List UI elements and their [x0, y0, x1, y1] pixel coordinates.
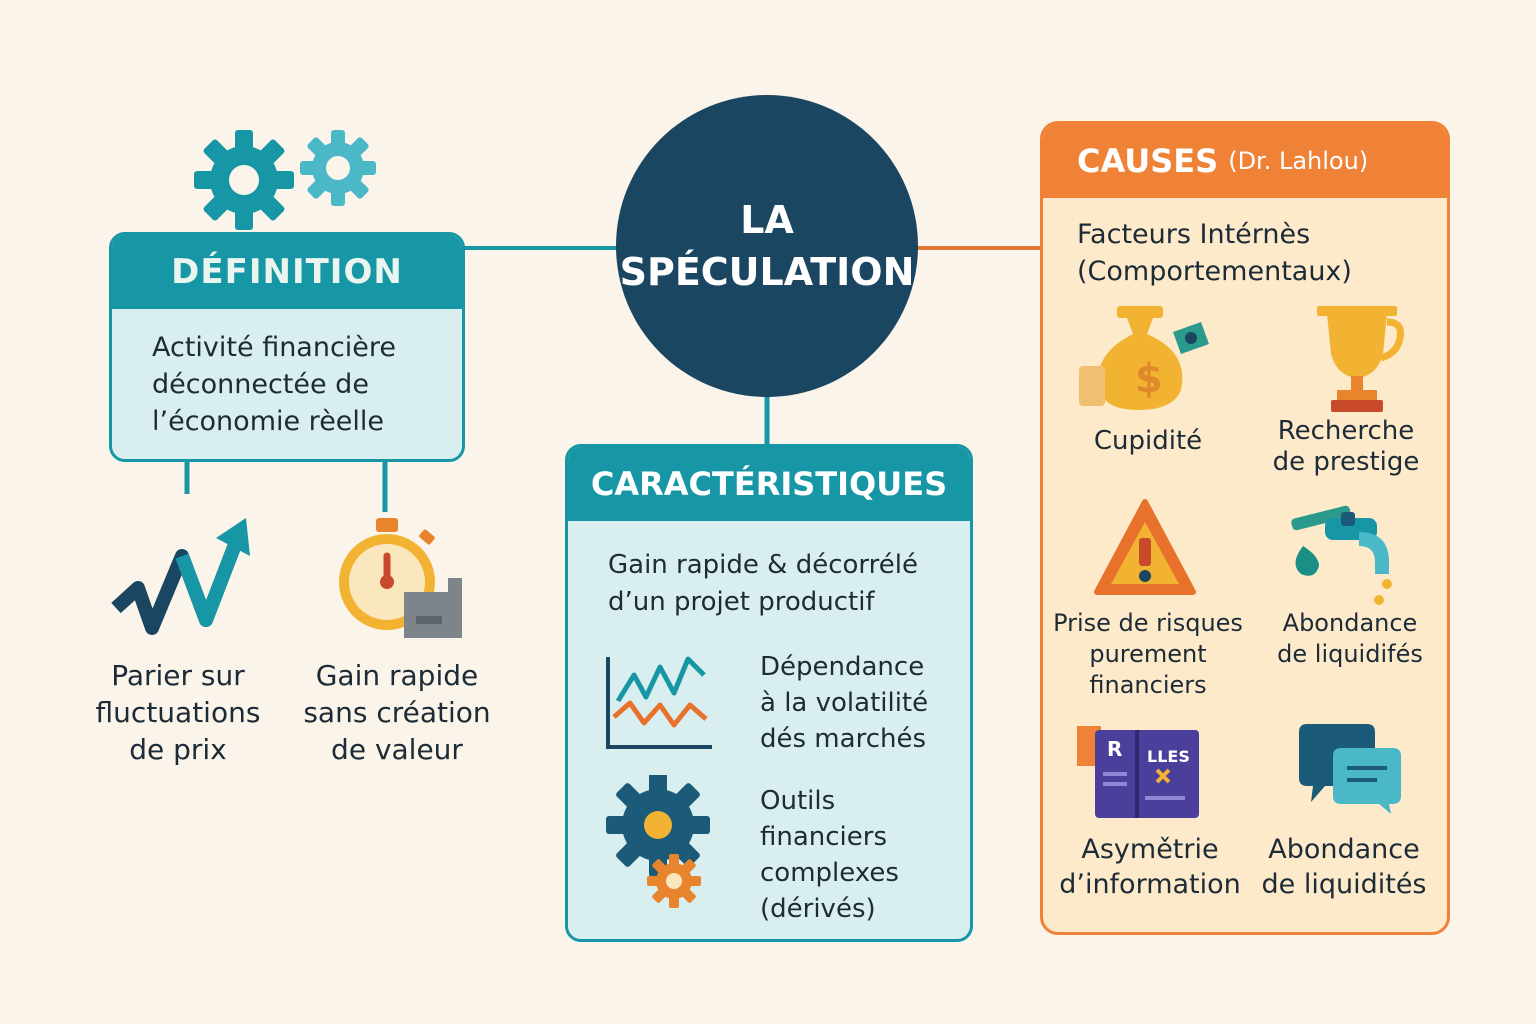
money-bag-icon: $	[1079, 306, 1209, 410]
characteristics-intro: Gain rapide & décorrélé d’un projet prod…	[608, 550, 918, 617]
gears-icon	[194, 130, 376, 230]
cause-2-label: Recherche de prestige	[1272, 416, 1420, 477]
svg-text:$: $	[1135, 356, 1163, 402]
causes-title: CAUSES	[1077, 142, 1219, 180]
book-icon: R LLES	[1077, 726, 1199, 818]
causes-box: CAUSES (Dr. Lahlou) Facteurs Intérnès (C…	[1040, 121, 1450, 935]
definition-child-2-label: Gain rapide sans création de valeur	[303, 659, 491, 766]
cause-6-label: Abondance de liquidités	[1261, 834, 1427, 900]
zigzag-arrow-icon	[111, 518, 250, 635]
warning-icon	[1094, 499, 1196, 595]
definition-box: DÉFINITION Activité financière déconnect…	[109, 232, 465, 462]
cause-3-label: Prise de risques purement financiers	[1053, 609, 1243, 699]
chat-bubbles-icon	[1299, 724, 1401, 814]
causes-header: CAUSES (Dr. Lahlou)	[1043, 124, 1447, 198]
trophy-icon	[1317, 306, 1404, 412]
book-letter: R	[1107, 737, 1122, 761]
cause-1-label: Cupidité	[1093, 426, 1203, 456]
faucet-icon	[1291, 505, 1392, 605]
definition-child-1-label: Parier sur fluctuations de prix	[95, 659, 261, 766]
gears-icon	[606, 775, 710, 908]
central-topic: LA SPÉCULATION	[616, 95, 918, 397]
cause-5-label: Asymětrie d’information	[1059, 834, 1241, 900]
characteristic-1-label: Dépendance à la volatilité dés marchés	[760, 652, 929, 754]
definition-text: Activité financière déconnectée de l’éco…	[152, 332, 397, 437]
characteristics-box: CARACTÉRISTIQUES Gain rapide & décorrélé…	[565, 444, 973, 942]
causes-subtitle: (Dr. Lahlou)	[1228, 147, 1369, 175]
book-word: LLES	[1147, 747, 1190, 766]
characteristic-2-label: Outils financiers complexes (dérivés)	[760, 786, 899, 924]
characteristics-title: CARACTÉRISTIQUES	[568, 447, 970, 521]
stopwatch-icon	[339, 518, 462, 638]
causes-category: Facteurs Intérnès (Comportementaux)	[1077, 219, 1352, 287]
volatility-chart-icon	[606, 656, 712, 749]
cause-4-label: Abondance de liquidifés	[1277, 609, 1423, 668]
definition-title: DÉFINITION	[112, 235, 462, 309]
